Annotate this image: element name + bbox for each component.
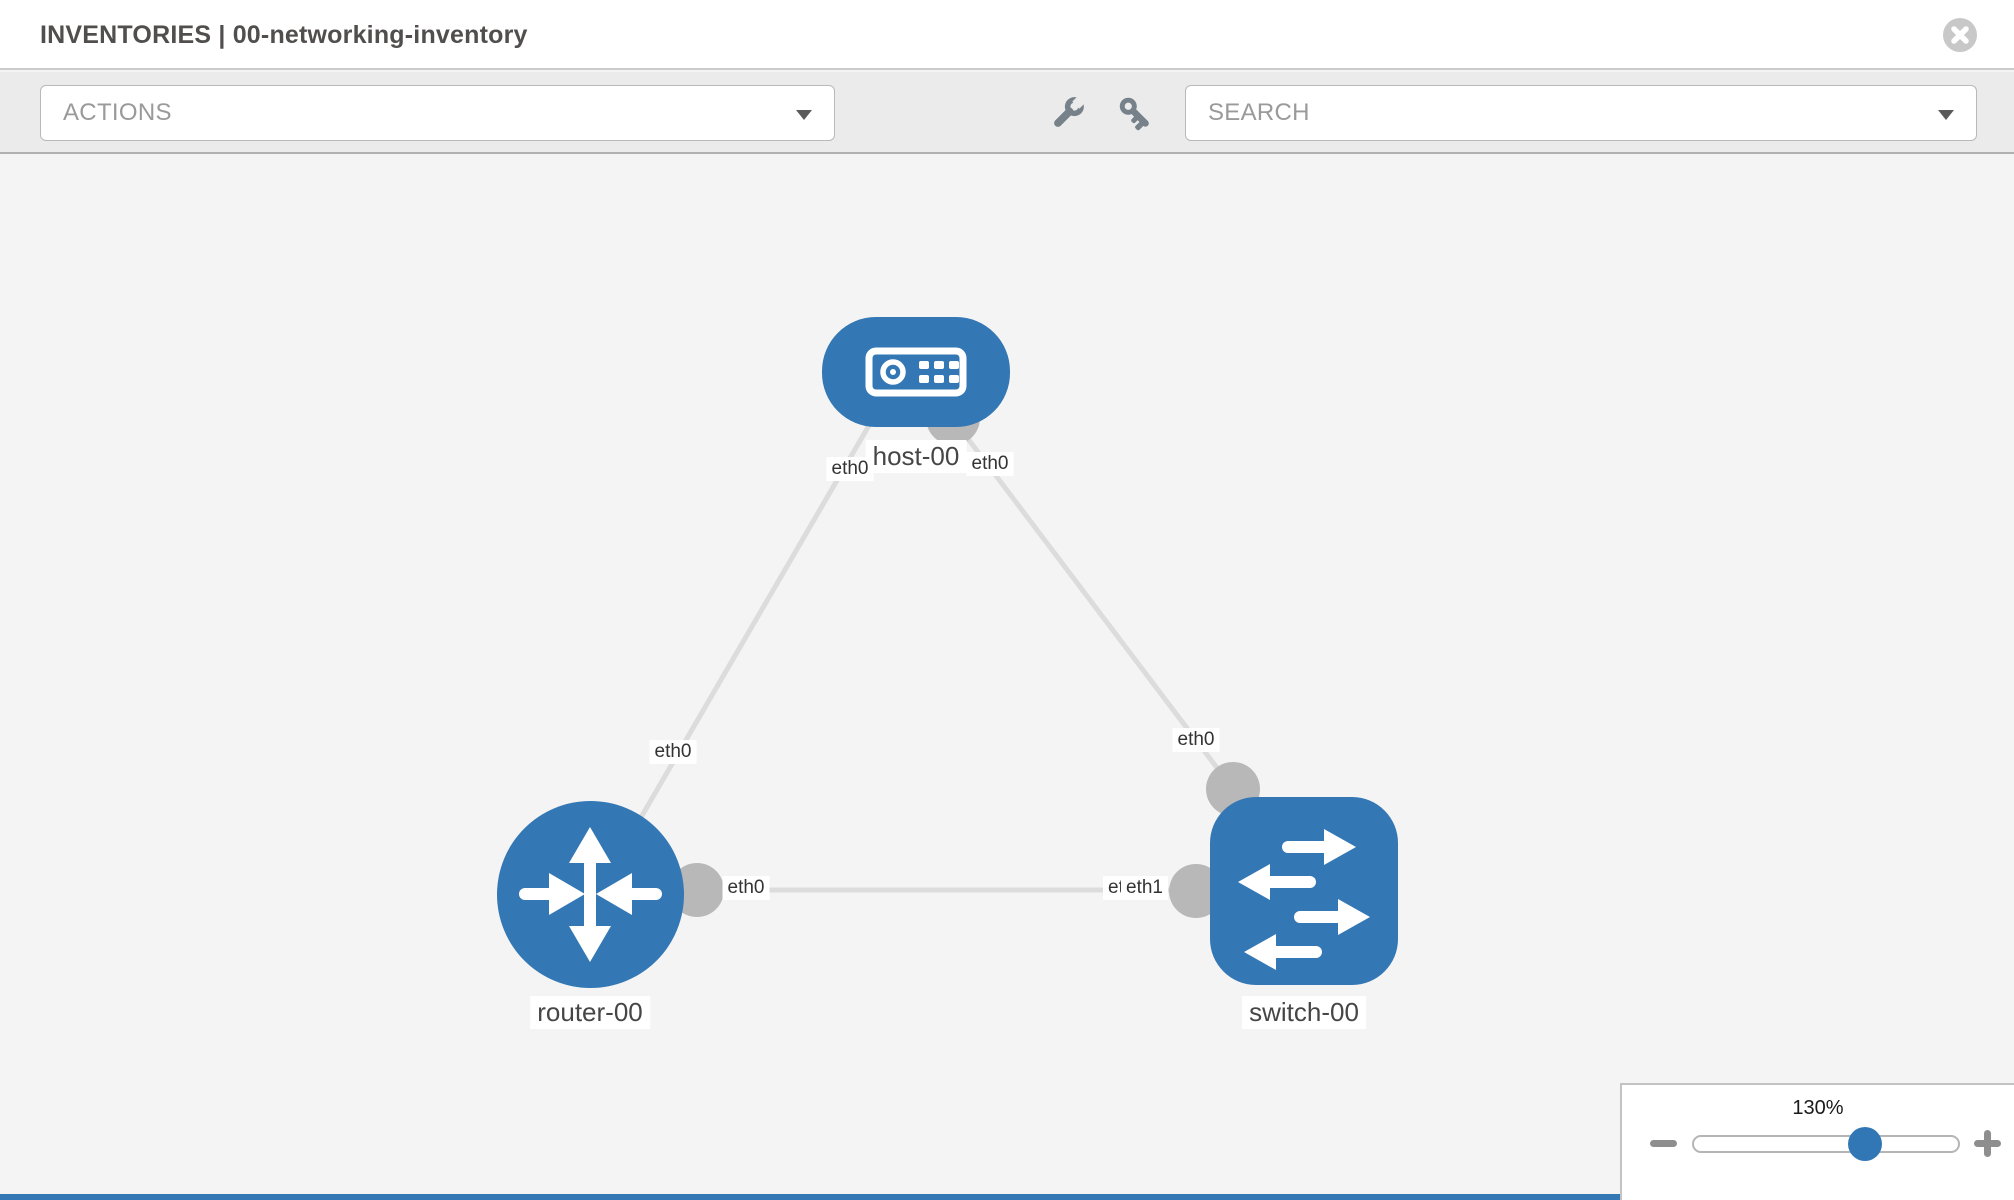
search-dropdown[interactable]: SEARCH: [1185, 85, 1977, 141]
actions-dropdown[interactable]: ACTIONS: [40, 85, 835, 141]
node-switch-00[interactable]: [1210, 797, 1398, 985]
toolbar: ACTIONS SEARCH: [0, 72, 2014, 154]
page-title: INVENTORIES | 00-networking-inventory: [40, 21, 528, 49]
node-label-switch: switch-00: [1242, 996, 1366, 1029]
minus-icon[interactable]: [1650, 1140, 1677, 1147]
plus-icon[interactable]: [1974, 1130, 2001, 1157]
iface-label-mid-left: eth0: [722, 876, 770, 900]
zoom-level-label: 130%: [1792, 1097, 1844, 1119]
zoom-slider-handle[interactable]: [1848, 1127, 1882, 1161]
zoom-slider[interactable]: [1692, 1127, 1960, 1161]
search-dropdown-label: SEARCH: [1208, 99, 1310, 126]
close-icon-glyph: [1943, 18, 1977, 52]
iface-label-switch-uplink: eth0: [1172, 728, 1220, 752]
topology-canvas[interactable]: host-00 router-00 switch-00 eth0 eth0 et…: [0, 154, 2014, 1200]
link-host-router[interactable]: [594, 413, 878, 895]
bottom-accent-strip: [0, 1194, 1620, 1200]
key-icon[interactable]: [1115, 93, 1155, 133]
switch-icon: [1238, 829, 1370, 970]
host-icon: [865, 347, 967, 397]
links-layer: [594, 391, 1260, 918]
close-icon[interactable]: [1943, 18, 1977, 52]
router-icon: [519, 827, 662, 962]
wrench-icon-glyph: [1054, 94, 1087, 127]
node-host-00[interactable]: [822, 317, 1010, 427]
wrench-icon[interactable]: [1048, 93, 1088, 133]
iface-label-host-left: eth0: [826, 457, 874, 481]
iface-label-router-uplink: eth0: [649, 740, 697, 764]
node-label-host: host-00: [865, 440, 967, 473]
chevron-down-icon: [1938, 110, 1954, 120]
chevron-down-icon: [796, 110, 812, 120]
node-router-00[interactable]: [497, 801, 684, 988]
window-header: INVENTORIES | 00-networking-inventory: [0, 0, 2014, 70]
actions-dropdown-label: ACTIONS: [63, 99, 172, 126]
link-host-switch[interactable]: [948, 413, 1235, 791]
iface-label-host-right: eth0: [966, 452, 1014, 476]
zoom-panel: 130%: [1620, 1083, 2014, 1200]
port-switch-left: [1169, 864, 1223, 918]
node-label-router: router-00: [530, 996, 650, 1029]
key-icon-glyph: [1119, 97, 1149, 131]
iface-label-mid-right-eth1: eth1: [1121, 876, 1168, 900]
